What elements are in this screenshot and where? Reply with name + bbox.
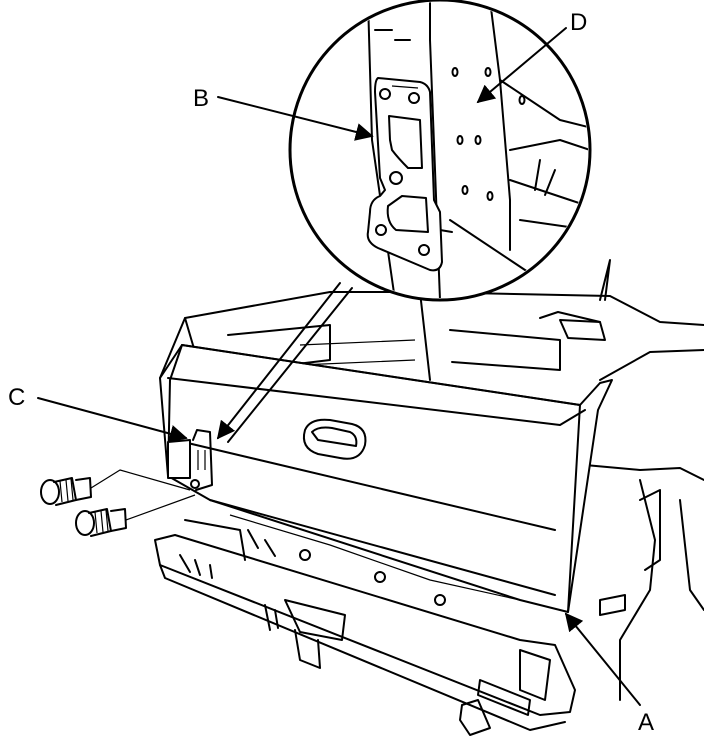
magnifier-line-right (227, 287, 353, 443)
label-b: B (193, 85, 209, 112)
tailgate-side-bracket (167, 429, 213, 491)
magnifier-arrow-left (216, 282, 341, 440)
leader-c (37, 397, 188, 443)
label-a: A (638, 709, 654, 736)
leader-b (217, 96, 374, 141)
label-c: C (8, 384, 25, 411)
bumper-and-hitch (154, 514, 576, 736)
tailgate-handle (302, 418, 367, 460)
leader-d (476, 27, 567, 104)
bolt-lower (75, 508, 127, 537)
bolt-upper (40, 477, 92, 506)
callout-lines (37, 27, 641, 706)
detail-magnifier (288, 0, 592, 302)
bracket-plate (366, 77, 443, 272)
tailgate (159, 344, 613, 613)
label-d: D (570, 9, 587, 36)
leader-a (564, 612, 641, 706)
bolt-leader-lines (90, 469, 196, 521)
